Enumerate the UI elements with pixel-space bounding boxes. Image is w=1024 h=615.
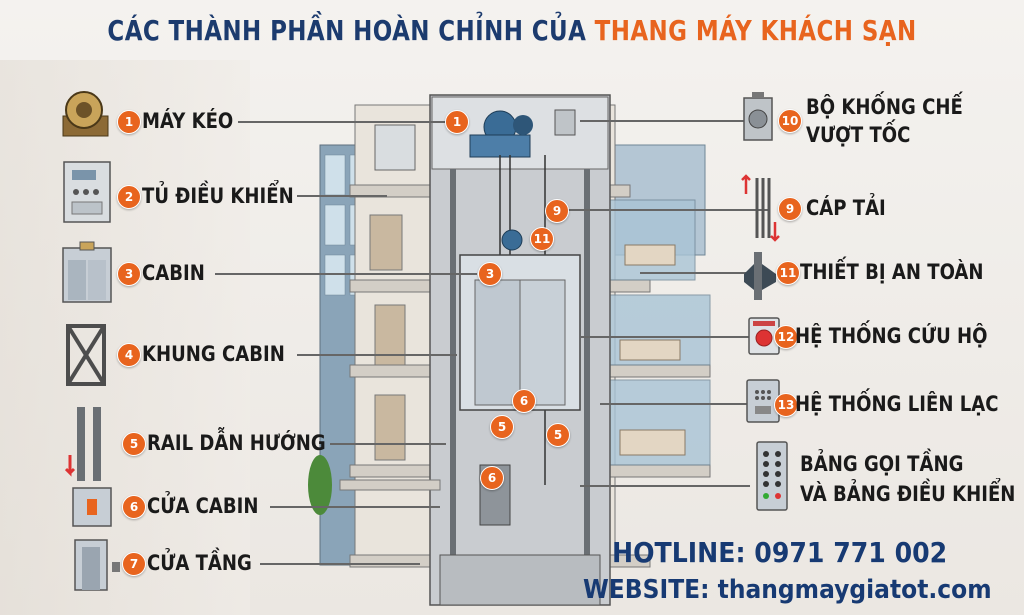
label-intercom: HỆ THỐNG LIÊN LẠC	[795, 392, 999, 416]
building-badge: 3	[478, 262, 502, 286]
leader-line-6	[270, 506, 440, 508]
component-badge-1: 1	[117, 110, 141, 134]
hoist-cable-icon	[741, 174, 780, 242]
label-call-panel-line2: VÀ BẢNG ĐIỀU KHIỂN	[800, 482, 1016, 506]
component-badge-12: 12	[774, 325, 798, 349]
label-cabin-door: CỬA CABIN	[147, 494, 259, 518]
label-governor-line1: BỘ KHỐNG CHẾ	[806, 95, 963, 119]
building-badge: 9	[545, 199, 569, 223]
leader-line-panel	[580, 485, 750, 487]
component-badge-11: 11	[776, 261, 800, 285]
leader-line-10	[580, 120, 770, 122]
label-cabin-frame: KHUNG CABIN	[142, 342, 285, 366]
leader-line-1	[238, 121, 450, 123]
building-badge: 6	[512, 389, 536, 413]
label-traction-machine: MÁY KÉO	[142, 109, 234, 133]
label-guide-rail: RAIL DẪN HƯỚNG	[147, 431, 326, 455]
page-title: CÁC THÀNH PHẦN HOÀN CHỈNH CỦA THANG MÁY …	[92, 14, 932, 47]
label-control-cabinet: TỦ ĐIỀU KHIỂN	[142, 184, 294, 208]
control-cabinet-icon	[63, 161, 111, 223]
hotline: HOTLINE: 0971 771 002	[612, 536, 948, 569]
component-badge-6: 6	[122, 495, 146, 519]
guide-rail-icon	[65, 407, 101, 481]
label-governor-line2: VƯỢT TỐC	[806, 123, 911, 147]
building-badge: 11	[530, 227, 554, 251]
leader-line-4	[297, 354, 457, 356]
leader-line-5	[330, 443, 446, 445]
component-badge-2: 2	[117, 185, 141, 209]
label-call-panel-line1: BẢNG GỌI TẦNG	[800, 452, 964, 476]
background-wall	[0, 60, 250, 615]
building-badge: 5	[490, 415, 514, 439]
title-part1: CÁC THÀNH PHẦN HOÀN CHỈNH CỦA	[107, 14, 587, 47]
component-badge-13: 13	[774, 393, 798, 417]
leader-line-11	[640, 272, 770, 274]
intercom-icon	[746, 379, 780, 423]
overspeed-governor-icon	[743, 92, 773, 141]
cabin-door-icon	[72, 487, 112, 527]
safety-gear-icon	[744, 252, 776, 300]
building-badge: 5	[546, 423, 570, 447]
component-badge-4: 4	[117, 343, 141, 367]
component-badge-10: 10	[778, 109, 802, 133]
building-badge: 1	[445, 110, 469, 134]
label-hoist-cable: CÁP TẢI	[806, 196, 886, 220]
landing-door-icon	[74, 539, 120, 591]
leader-line-13	[600, 403, 775, 405]
leader-line-2	[297, 195, 387, 197]
title-part2: THANG MÁY KHÁCH SẠN	[594, 14, 917, 47]
cabin-icon	[62, 241, 112, 303]
building-badge: 6	[480, 466, 504, 490]
call-panel-icon	[756, 441, 788, 511]
component-badge-3: 3	[117, 262, 141, 286]
cabin-frame-icon	[66, 324, 106, 386]
hotel-building-illustration	[308, 94, 711, 606]
website[interactable]: WEBSITE: thangmaygiatot.com	[583, 575, 992, 605]
leader-line-7	[260, 563, 420, 565]
label-rescue-system: HỆ THỐNG CỨU HỘ	[795, 324, 988, 348]
label-cabin: CABIN	[142, 261, 205, 285]
component-badge-9: 9	[778, 197, 802, 221]
traction-machine-icon	[62, 91, 109, 137]
component-badge-5: 5	[122, 432, 146, 456]
leader-line-3	[215, 273, 477, 275]
component-badge-7: 7	[122, 552, 146, 576]
label-landing-door: CỬA TẦNG	[147, 551, 252, 575]
leader-line-9	[565, 209, 770, 211]
label-safety-gear: THIẾT BỊ AN TOÀN	[800, 260, 984, 284]
rescue-system-icon	[748, 317, 780, 355]
leader-line-12	[580, 336, 775, 338]
